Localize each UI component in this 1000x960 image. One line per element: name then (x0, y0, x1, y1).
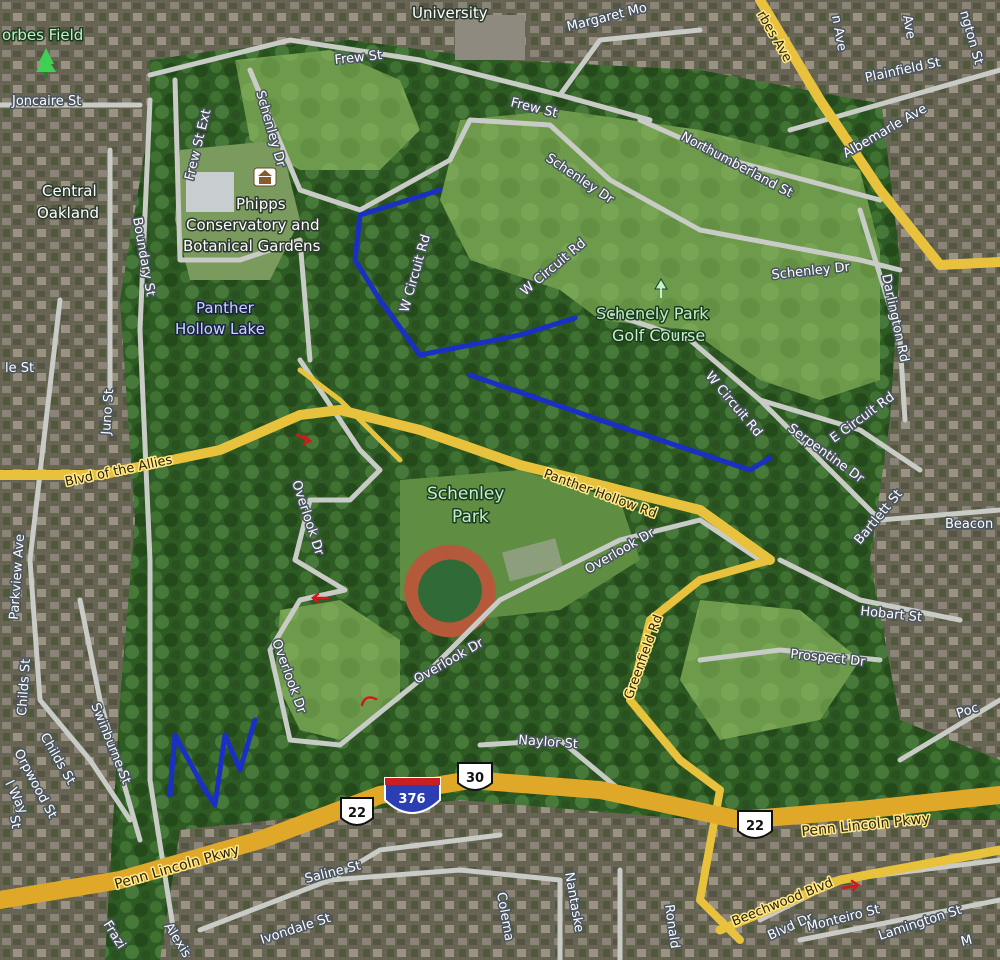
panther-lake-label-2: Hollow Lake (175, 320, 265, 338)
street-label-ave-fragment-2: Ave (899, 14, 918, 40)
schenley-park-label-2: Park (452, 507, 489, 527)
street-label-m-fragment: M (959, 933, 974, 950)
tree-icon (36, 48, 56, 78)
street-label-frew-1: Frew St (334, 48, 383, 68)
forbes-field-label: orbes Field (2, 26, 83, 44)
urban-east (870, 80, 1000, 760)
university-label: University (412, 4, 488, 22)
urban-north (150, 0, 1000, 120)
arrow-icon (310, 592, 330, 604)
running-track (404, 544, 496, 638)
golf-course-label-2: Golf Course (612, 326, 705, 345)
phipps-label-2: Conservatory and (186, 216, 320, 234)
i376-shield-label: 376 (398, 792, 425, 807)
street-label-childs-1: Childs St (15, 658, 34, 716)
trail-circuit (352, 187, 578, 358)
central-oakland-label-1: Central (42, 182, 97, 200)
central-oakland-label-2: Oakland (37, 204, 99, 222)
tennis-courts (502, 538, 563, 582)
us30-shield-label: 30 (466, 771, 484, 786)
phipps-label-1: Phipps (236, 195, 286, 213)
phipps-building (186, 172, 234, 212)
panther-lake-label-1: Panther (196, 299, 255, 317)
one-way-arrows (295, 433, 860, 892)
street-label-naylor: Naylor St (518, 733, 579, 752)
schenley-park-label-1: Schenley (427, 484, 504, 504)
street-label-juno: Juno St (99, 389, 117, 437)
urban-south (160, 800, 1000, 960)
golf-course-label-1: Schenely Park (596, 304, 709, 323)
trails (167, 187, 773, 808)
street-label-st-fragment: St (6, 814, 23, 830)
us30-shield: 30 (457, 762, 493, 791)
golf-icon (654, 278, 668, 298)
arrow-icon (841, 879, 860, 892)
trail-zigzag (167, 717, 258, 808)
i376-shield: 376 (384, 777, 441, 814)
us22-shield-east-label: 22 (746, 819, 764, 834)
university-building (455, 15, 525, 60)
flagstaff-lawn (680, 600, 860, 740)
overlook-lawn (275, 600, 400, 740)
street-label-le-fragment: le St (5, 361, 34, 376)
arrow-icon (360, 696, 378, 707)
us22-shield-east: 22 (737, 810, 773, 839)
street-label-joncaire: Joncaire St (11, 94, 81, 109)
street-label-beacon: Beacon (945, 517, 993, 532)
us22-shield-west: 22 (340, 797, 374, 826)
phipps-label-3: Botanical Gardens (183, 237, 321, 255)
us22-shield-west-label: 22 (348, 806, 366, 821)
trail-serpentine (467, 372, 773, 473)
golf-course-lawn (440, 110, 880, 400)
museum-icon (253, 167, 277, 187)
arrow-icon (295, 433, 313, 446)
